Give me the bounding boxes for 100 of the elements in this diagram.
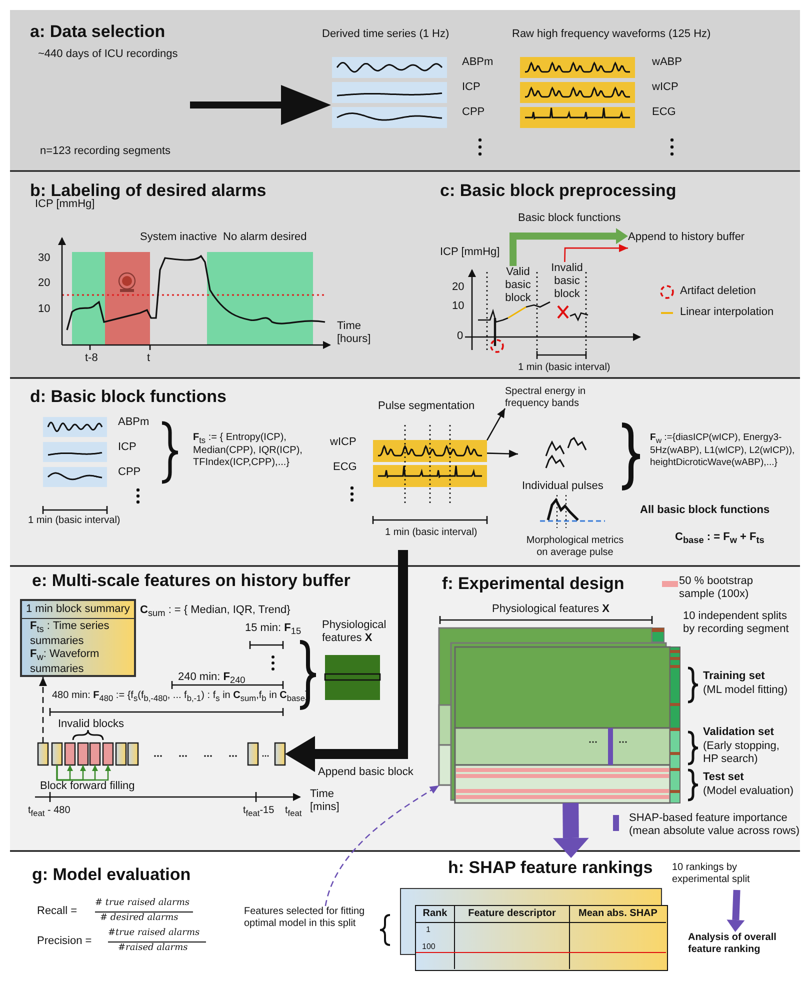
label: Invalid blocks [58, 718, 124, 732]
section-heading: g: Model evaluation [32, 865, 191, 886]
annotation-text: Features selected for fitting optimal model in this split [244, 906, 382, 936]
section-heading: d: Basic block functions [30, 387, 226, 408]
label: ~440 days of ICU recordings [38, 48, 178, 62]
buffer-block [89, 742, 101, 766]
label: C$_{sum}$ : = { Median, IQR, Trend} [140, 604, 290, 620]
label: Validation set [703, 726, 774, 740]
annotation-text: Analysis of overall feature ranking [688, 932, 798, 960]
buffer-block [77, 742, 89, 766]
label: Block forward filling [40, 780, 135, 794]
label: Morphological metrics on average pulse [525, 535, 625, 559]
label: 1 min (basic interval) [518, 362, 610, 374]
label: Physiological features X [322, 619, 388, 646]
label: # true raised alarms [95, 898, 190, 909]
label: ABPm [118, 416, 150, 430]
annotation-text: Append to history buffer [628, 226, 778, 250]
label: ECG [333, 461, 357, 474]
legend-label: SHAP-based feature importance (mean absolute value across rows) [629, 812, 801, 838]
label: t$_{feat}$-15 [243, 805, 274, 818]
label: 10 [38, 303, 50, 316]
label: ABPm [462, 56, 494, 70]
label: ICP [118, 441, 136, 454]
label: (Early stopping, HP search) [703, 740, 780, 766]
buffer-block [51, 742, 63, 766]
arrow [285, 550, 408, 772]
label: 1 min (basic interval) [385, 527, 478, 539]
arrow [726, 890, 745, 932]
summary-box [20, 599, 136, 677]
arrow [324, 784, 440, 906]
table-cell: 1 [426, 925, 430, 934]
section-heading: h: SHAP feature rankings [448, 858, 653, 878]
arrow [39, 677, 47, 743]
label: t-8 [85, 352, 98, 366]
label: n=123 recording segments [40, 145, 171, 158]
section-heading: b: Labeling of desired alarms [30, 181, 266, 200]
label: 480 min: F$_{480}$ := {f$_{s}$(f$_{b,-480}$, ... f$_{b,-1}$) : f$_{s}$ in C$_{sum}$,f$_{b}$ in C$_{base}$ [52, 690, 305, 703]
label: t$_{feat}$ [285, 805, 302, 818]
arrow [486, 450, 518, 458]
label: CPP [118, 466, 141, 480]
label: Test set [703, 771, 744, 784]
arrow [190, 85, 331, 125]
table-header: Mean abs. SHAP [569, 906, 666, 923]
annotation-text: Valid basic block [499, 266, 537, 308]
arrow [564, 244, 628, 262]
buffer-block [115, 742, 127, 766]
label: wABP [652, 56, 682, 70]
label: Physiological features X [492, 603, 610, 616]
arrow [56, 765, 111, 781]
edge-label: Basic block functions [518, 212, 621, 226]
label: (ML model fitting) [703, 684, 788, 698]
annotation-text: Invalid basic block [544, 262, 590, 304]
legend-label: Linear interpolation [680, 306, 775, 320]
buffer-block [102, 742, 114, 766]
box-text: F$_{ts}$ : Time series summaries [30, 620, 110, 648]
label: ICP [mmHg] [440, 246, 500, 260]
label: 30 [38, 252, 50, 266]
buffer-block [64, 742, 76, 766]
label: (Model evaluation) [703, 785, 794, 798]
edge-label: Append basic block [318, 766, 414, 780]
label: 10 [452, 300, 464, 314]
legend-label: Artifact deletion [680, 285, 757, 298]
label: t [147, 352, 150, 366]
box-text: F$_{w}$: Waveform summaries [30, 648, 100, 676]
label: 10 independent splits by recording segment [683, 610, 790, 636]
buffer-block [247, 742, 259, 766]
section-heading: e: Multi-scale features on history buffer [32, 571, 350, 592]
buffer-block [37, 742, 49, 766]
heading: Derived time series (1 Hz) [322, 28, 450, 42]
buffer-block [274, 742, 286, 766]
legend-label: 50 % bootstrap sample (100x) [679, 575, 754, 602]
label: 0 [457, 330, 464, 344]
label: 15 min: F$_{15}$ [245, 622, 302, 638]
label: System inactive [140, 231, 218, 244]
table-header: Rank [416, 906, 454, 923]
label: t$_{feat}$ - 480 [28, 805, 70, 818]
label: 1 min (basic interval) [28, 515, 120, 527]
label: Training set [703, 670, 765, 684]
table-header: Feature descriptor [454, 906, 569, 923]
section-heading: c: Basic block preprocessing [440, 181, 676, 202]
label: C$_{base}$ : = F$_{w}$ + F$_{ts}$ [675, 531, 764, 546]
data-split-drawing [438, 627, 680, 804]
section-heading: f: Experimental design [442, 574, 624, 594]
label: ICP [462, 81, 480, 94]
label: wICP [330, 436, 356, 450]
annotation-text: 10 rankings by experimental split [672, 862, 780, 890]
label: ICP [mmHg] [35, 198, 95, 212]
box-heading: 1 min block summary [22, 601, 134, 620]
label: wICP [652, 81, 678, 94]
node-label: Individual pulses [522, 480, 604, 494]
label: #true raised alarms [108, 928, 200, 939]
label: 20 [38, 277, 50, 290]
label: 240 min: F$_{240}$ [178, 671, 246, 686]
label: 20 [452, 281, 464, 294]
arrow [552, 802, 589, 858]
label: CPP [462, 106, 485, 120]
label: Time [mins] [310, 788, 340, 814]
label: F$_{w}$ :={diasICP(wICP), Energy3-5Hz(wABP), L1(wICP), L2(wICP)), heightDicroticWave(wABP),...} [650, 432, 796, 468]
label: #raised alarms [118, 943, 188, 954]
label: Precision = [37, 935, 92, 948]
